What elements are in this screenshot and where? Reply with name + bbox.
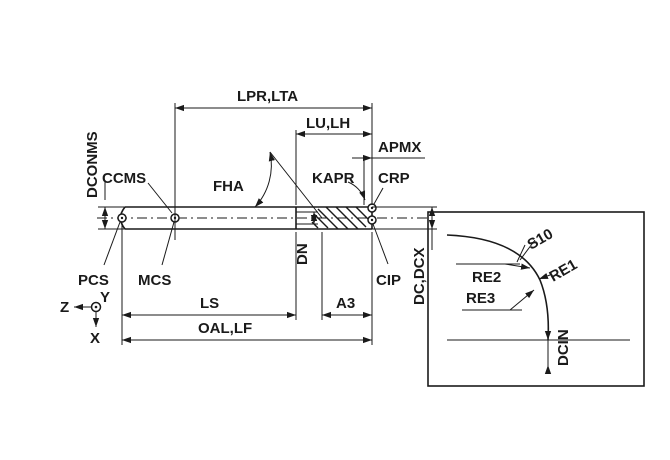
label-apmx: APMX — [378, 139, 421, 156]
extension-lines — [98, 103, 437, 345]
label-re2: RE2 — [472, 269, 501, 286]
label-lu-lh: LU,LH — [306, 115, 350, 132]
dimension-lines — [101, 104, 436, 344]
leader-lines — [103, 182, 389, 266]
label-ls: LS — [200, 295, 219, 312]
label-ccms: CCMS — [102, 170, 146, 187]
label-s10: S10 — [525, 225, 557, 253]
label-re3: RE3 — [466, 290, 495, 307]
label-mcs: MCS — [138, 272, 171, 289]
label-fha: FHA — [213, 178, 244, 195]
label-axis-y: Y — [100, 289, 110, 306]
label-re1: RE1 — [547, 256, 581, 285]
label-lpr-lta: LPR,LTA — [237, 88, 298, 105]
label-cip: CIP — [376, 272, 401, 289]
label-dconms: DCONMS — [84, 131, 101, 198]
label-dcin: DCIN — [555, 329, 572, 366]
detail-box — [427, 211, 645, 387]
label-a3: A3 — [336, 295, 355, 312]
coordinate-axes — [74, 301, 102, 327]
label-kapr: KAPR — [312, 170, 355, 187]
label-oal-lf: OAL,LF — [198, 320, 252, 337]
label-pcs: PCS — [78, 272, 109, 289]
label-crp: CRP — [378, 170, 410, 187]
tool-body — [119, 206, 373, 230]
label-axis-z: Z — [60, 299, 69, 316]
label-dc-dcx: DC,DCX — [411, 247, 428, 305]
label-dn: DN — [294, 243, 311, 265]
label-axis-x: X — [90, 330, 100, 347]
